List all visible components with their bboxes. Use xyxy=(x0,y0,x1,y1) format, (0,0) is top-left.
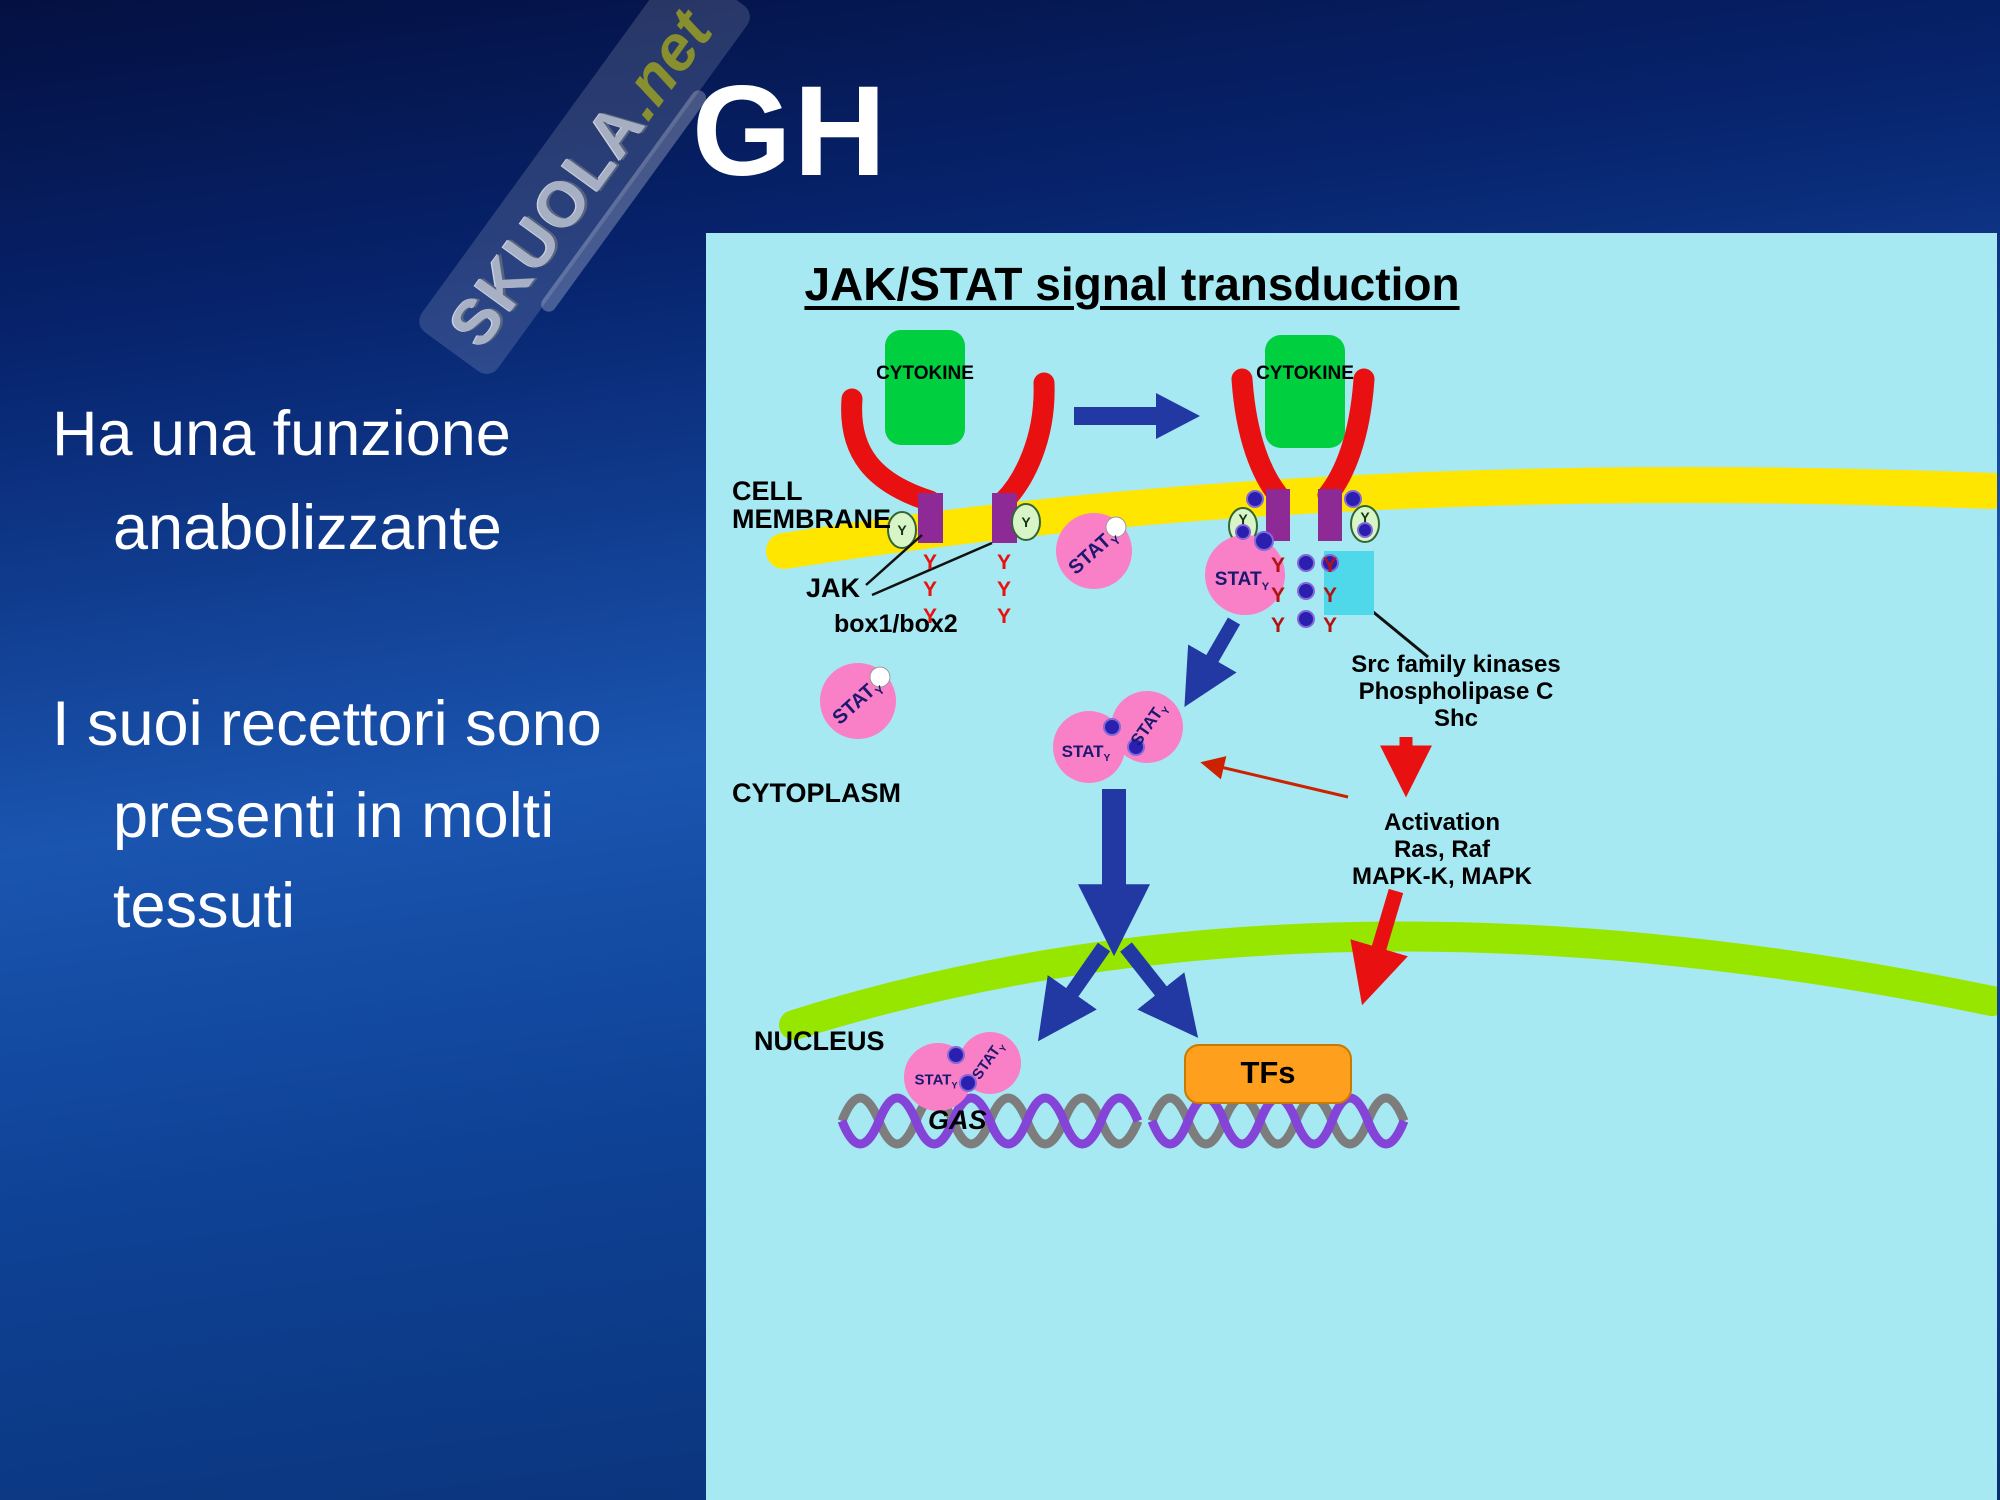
bullet2-line3: tessuti xyxy=(113,871,296,941)
stat-label-dimer-a: STATY xyxy=(1061,741,1111,765)
label-src-kinases: Src family kinases Phospholipase C Shc xyxy=(1351,651,1561,732)
arrow-nucleus-left xyxy=(1037,942,1111,1042)
label-nucleus: NUCLEUS xyxy=(754,1026,885,1056)
dna-strand-gray xyxy=(1147,1093,1409,1149)
stat-circle xyxy=(1205,535,1285,615)
stat-label-nuclear-a: STATY xyxy=(914,1071,958,1091)
slide-title: GH xyxy=(692,60,888,203)
arrow-nucleus-right xyxy=(1120,942,1199,1038)
stat-site-dot xyxy=(869,666,891,688)
bullet2-line1: I suoi recettori sono xyxy=(52,689,602,759)
jak-oval-y: Y xyxy=(1360,509,1370,525)
jak-oval-y: Y xyxy=(897,522,907,538)
label-tfs: TFs xyxy=(1240,1055,1296,1090)
receptor-right-arm2 xyxy=(1317,368,1375,506)
diagram-title: JAK/STAT signal transduction xyxy=(804,258,1460,310)
bullet2-line2: presenti in molti xyxy=(113,781,555,851)
cytokine-box-left xyxy=(885,330,965,445)
jak-oval-y: Y xyxy=(1021,514,1031,530)
tfs-box xyxy=(1184,1044,1352,1104)
label-cell-membrane: CELL MEMBRANE xyxy=(732,476,891,534)
tm-segment xyxy=(918,493,943,543)
bullet1-line2: anabolizzante xyxy=(113,493,502,563)
arrow-activation-to-dimer xyxy=(1200,756,1349,799)
dna-strand-purple xyxy=(837,1093,1143,1149)
stat-site-dot xyxy=(1105,516,1127,538)
stat-label-receptor: STATY xyxy=(1214,569,1270,593)
label-box1box2: box1/box2 xyxy=(834,610,958,638)
tm-segment xyxy=(1266,489,1290,541)
label-cytokine-right: CYTOKINE xyxy=(1256,363,1354,384)
label-cytoplasm: CYTOPLASM xyxy=(732,778,902,808)
binding-arrow xyxy=(1074,393,1200,439)
jak-oval xyxy=(887,511,917,549)
jak-oval xyxy=(1011,503,1041,541)
bullet1-line1: Ha una funzione xyxy=(52,399,511,469)
cell-membrane-band xyxy=(766,466,1997,569)
arrow-mapk-to-tfs xyxy=(1350,888,1408,1006)
diagram-graphics xyxy=(766,330,1997,1149)
label-gas: GAS xyxy=(928,1105,987,1135)
cytokine-box-right xyxy=(1265,335,1345,448)
jak-oval-y: Y xyxy=(1238,511,1248,527)
receptor-left-arm1 xyxy=(841,388,941,512)
label-jak: JAK xyxy=(806,573,861,603)
jak-pointer-line xyxy=(871,541,993,597)
receptor-right-arm1 xyxy=(1231,368,1289,506)
nuclear-membrane-band xyxy=(779,921,1997,1040)
src-pointer-line xyxy=(1371,609,1429,659)
label-activation: Activation Ras, Raf MAPK-K, MAPK xyxy=(1352,809,1532,890)
dna-strand-purple xyxy=(1147,1093,1409,1149)
receptor-left-arm2 xyxy=(993,372,1055,512)
phosphate-dots xyxy=(947,490,1373,1092)
tm-segment xyxy=(1318,489,1342,541)
jak-pointer-line xyxy=(865,534,923,586)
arrow-receptor-to-dimer xyxy=(1184,617,1241,707)
watermark-brand: SKUOLA xyxy=(434,88,659,360)
label-cytokine-left: CYTOKINE xyxy=(876,363,974,384)
jakstat-diagram-panel: JAK/STAT signal transduction CYTOKINE CY… xyxy=(706,233,1997,1500)
